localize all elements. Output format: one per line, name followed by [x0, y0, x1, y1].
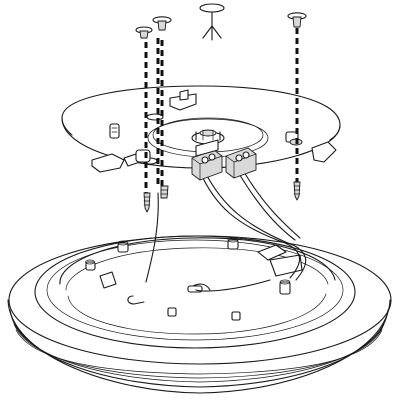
hook-icon — [199, 3, 225, 41]
wall-anchor-middle — [152, 16, 172, 31]
mounting-screw-middle — [160, 185, 169, 199]
terminal-block-left — [191, 139, 223, 181]
wall-anchor-left — [135, 26, 153, 39]
wall-anchor-right — [287, 12, 307, 28]
connection-wires — [145, 171, 307, 292]
assembly-guide-lines — [144, 28, 299, 200]
lamp-base-ring — [7, 235, 392, 394]
mounting-screw-left — [143, 192, 151, 213]
mounting-screw-right — [293, 181, 301, 201]
terminal-block-right — [225, 147, 257, 179]
